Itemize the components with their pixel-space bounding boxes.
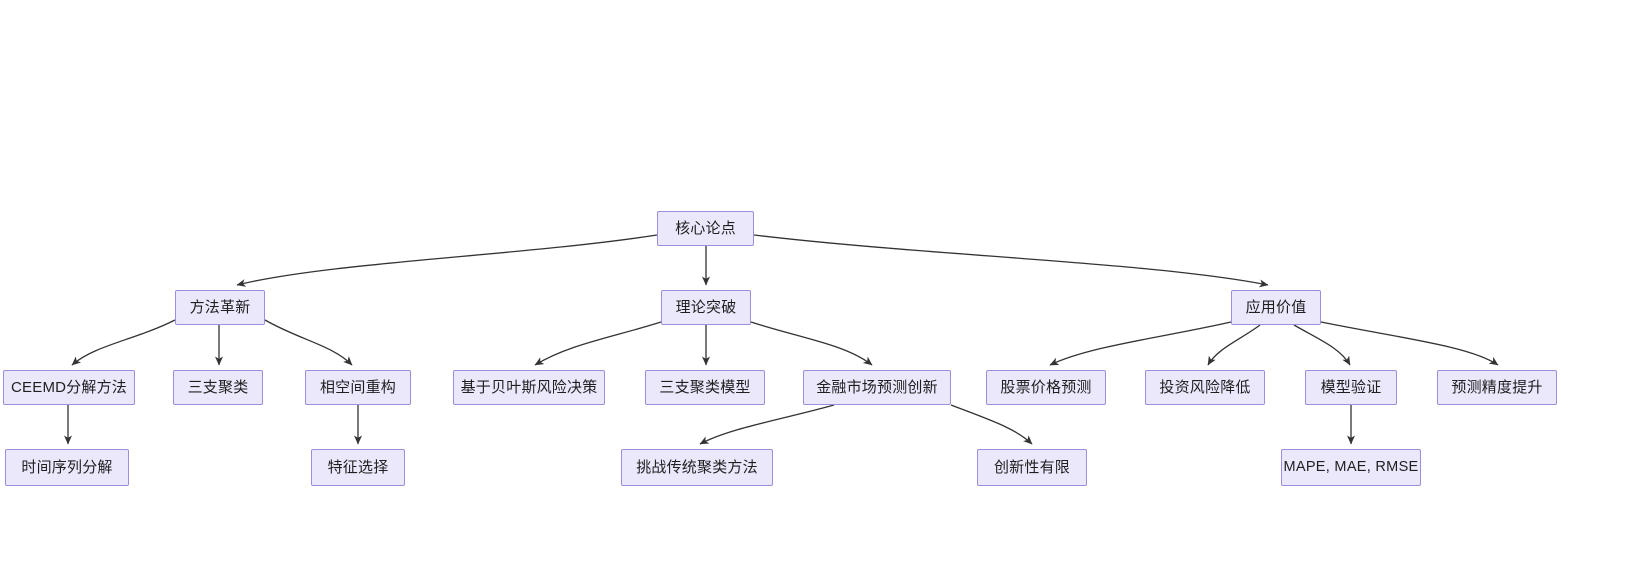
node-label-c1: CEEMD分解方法 — [11, 379, 127, 396]
node-label-m3: 应用价值 — [1245, 299, 1307, 316]
node-label-c2: 三支聚类 — [187, 379, 249, 396]
node-label-m2: 理论突破 — [675, 299, 737, 316]
node-label-g2: 特征选择 — [327, 459, 389, 476]
node-c3[interactable]: 相空间重构 — [305, 370, 411, 405]
node-g3[interactable]: 挑战传统聚类方法 — [621, 449, 773, 486]
node-root[interactable]: 核心论点 — [657, 211, 754, 246]
node-label-g5: MAPE, MAE, RMSE — [1283, 459, 1419, 476]
node-label-m1: 方法革新 — [189, 299, 251, 316]
node-c7[interactable]: 股票价格预测 — [986, 370, 1106, 405]
node-c5[interactable]: 三支聚类模型 — [645, 370, 765, 405]
node-g1[interactable]: 时间序列分解 — [5, 449, 129, 486]
node-label-c4: 基于贝叶斯风险决策 — [460, 379, 598, 396]
node-m1[interactable]: 方法革新 — [175, 290, 265, 325]
node-label-c6: 金融市场预测创新 — [816, 379, 938, 396]
node-g2[interactable]: 特征选择 — [311, 449, 405, 486]
node-c6[interactable]: 金融市场预测创新 — [803, 370, 951, 405]
node-c10[interactable]: 预测精度提升 — [1437, 370, 1557, 405]
node-label-c9: 模型验证 — [1320, 379, 1382, 396]
node-g5[interactable]: MAPE, MAE, RMSE — [1281, 449, 1421, 486]
node-c4[interactable]: 基于贝叶斯风险决策 — [453, 370, 605, 405]
node-m3[interactable]: 应用价值 — [1231, 290, 1321, 325]
node-m2[interactable]: 理论突破 — [661, 290, 751, 325]
node-g4[interactable]: 创新性有限 — [977, 449, 1087, 486]
node-label-c10: 预测精度提升 — [1451, 379, 1543, 396]
node-label-c5: 三支聚类模型 — [659, 379, 751, 396]
node-label-root: 核心论点 — [675, 220, 736, 237]
node-label-g3: 挑战传统聚类方法 — [636, 459, 758, 476]
node-c8[interactable]: 投资风险降低 — [1145, 370, 1265, 405]
node-label-g1: 时间序列分解 — [21, 459, 113, 476]
node-c2[interactable]: 三支聚类 — [173, 370, 263, 405]
node-label-c8: 投资风险降低 — [1159, 379, 1251, 396]
node-c9[interactable]: 模型验证 — [1305, 370, 1397, 405]
node-label-c3: 相空间重构 — [319, 379, 396, 396]
node-label-c7: 股票价格预测 — [1000, 379, 1092, 396]
node-label-g4: 创新性有限 — [993, 459, 1070, 476]
node-c1[interactable]: CEEMD分解方法 — [3, 370, 135, 405]
